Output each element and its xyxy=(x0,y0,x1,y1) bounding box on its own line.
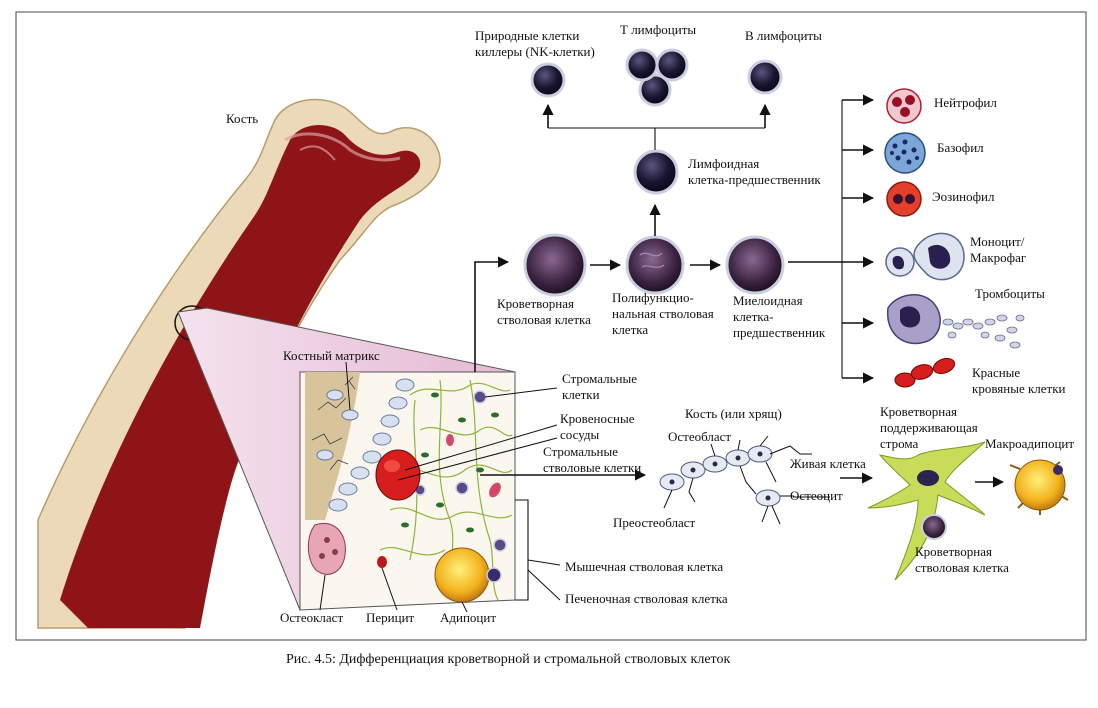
figure-caption: Рис. 4.5: Дифференциация кроветворной и … xyxy=(286,652,730,667)
label-osteocyte: Остеоцит xyxy=(790,488,843,503)
label-hsc-1: Кроветворная xyxy=(497,296,574,311)
basophil-cell xyxy=(884,132,926,174)
label-support-2: поддерживающая xyxy=(880,420,978,435)
label-eosinophil: Эозинофил xyxy=(932,189,995,204)
label-liver-stem: Печеночная стволовая клетка xyxy=(565,591,728,606)
red-blood-cells xyxy=(894,357,956,388)
monocyte-macrophage-cell xyxy=(885,232,965,281)
label-stromal-1: Стромальные xyxy=(562,371,637,386)
label-lymphoid-1: Лимфоидная xyxy=(688,156,759,171)
label-vessels-2: сосуды xyxy=(560,427,599,442)
label-macroadipocyte: Макроадипоцит xyxy=(985,436,1074,451)
label-myeloid-1: Миелоидная xyxy=(733,293,803,308)
multipotent-cell xyxy=(625,235,685,295)
label-pericyte: Перицит xyxy=(366,610,415,625)
label-muscle-stem: Мышечная стволовая клетка xyxy=(565,559,723,574)
label-myeloid-3: предшественник xyxy=(733,325,826,340)
label-preosteoblast: Преостеобласт xyxy=(613,515,696,530)
label-b-cells: В лимфоциты xyxy=(745,28,822,43)
label-stromal-stem-1: Стромальные xyxy=(543,444,618,459)
macroadipocyte-cell xyxy=(1009,459,1069,515)
label-multi-3: клетка xyxy=(612,322,648,337)
label-lymphoid-2: клетка-предшественник xyxy=(688,172,821,187)
lymphoid-progenitor-cell xyxy=(633,149,679,195)
t-cells xyxy=(625,48,689,107)
label-vessels-1: Кровеносные xyxy=(560,411,635,426)
label-myeloid-2: клетка- xyxy=(733,309,773,324)
label-osteoblast: Остеобласт xyxy=(668,429,731,444)
figure-frame xyxy=(15,11,1087,641)
label-nk-1: Природные клетки xyxy=(475,28,579,43)
label-hsc-2: стволовая клетка xyxy=(497,312,591,327)
label-basophil: Базофил xyxy=(937,140,984,155)
label-multi-1: Полифункцио- xyxy=(612,290,694,305)
label-stromal-2: клетки xyxy=(562,387,600,402)
label-bone-matrix: Костный матрикс xyxy=(283,348,380,363)
label-neutrophil: Нейтрофил xyxy=(934,95,997,110)
b-cell xyxy=(747,59,783,95)
label-monocyte-1: Моноцит/ xyxy=(970,234,1025,249)
label-rbc-2: кровяные клетки xyxy=(972,381,1066,396)
neutrophil-cell xyxy=(886,88,922,124)
label-nk-2: киллеры (NK-клетки) xyxy=(475,44,595,59)
labels: Кость Костный матрикс Природные клетки к… xyxy=(226,22,1074,667)
platelets xyxy=(887,294,1025,349)
label-bone: Кость xyxy=(226,111,258,126)
osteoblast-chain xyxy=(659,435,812,525)
eosinophil-cell xyxy=(886,181,922,217)
leader-lines xyxy=(319,361,561,613)
label-stromal-stem-2: стволовые клетки xyxy=(543,460,641,475)
hsc-cell xyxy=(523,233,587,297)
label-support-3: строма xyxy=(880,436,919,451)
label-bone-or-cartilage: Кость (или хрящ) xyxy=(685,406,782,421)
label-rbc-1: Красные xyxy=(972,365,1020,380)
label-adipocyte: Адипоцит xyxy=(440,610,496,625)
label-hsc-bottom-1: Кроветворная xyxy=(915,544,992,559)
label-multi-2: нальная стволовая xyxy=(612,306,714,321)
stromal-support-cell xyxy=(867,441,986,581)
label-osteoclast: Остеокласт xyxy=(280,610,343,625)
myeloid-progenitor-cell xyxy=(725,235,785,295)
label-monocyte-2: Макрофаг xyxy=(970,250,1026,265)
label-t-cells: Т лимфоциты xyxy=(620,22,696,37)
label-support-1: Кроветворная xyxy=(880,404,957,419)
label-hsc-bottom-2: стволовая клетка xyxy=(915,560,1009,575)
nk-cell xyxy=(530,62,566,98)
label-living-cell: Живая клетка xyxy=(790,456,866,471)
marrow-inset xyxy=(299,371,529,611)
label-platelets: Тромбоциты xyxy=(975,286,1045,301)
